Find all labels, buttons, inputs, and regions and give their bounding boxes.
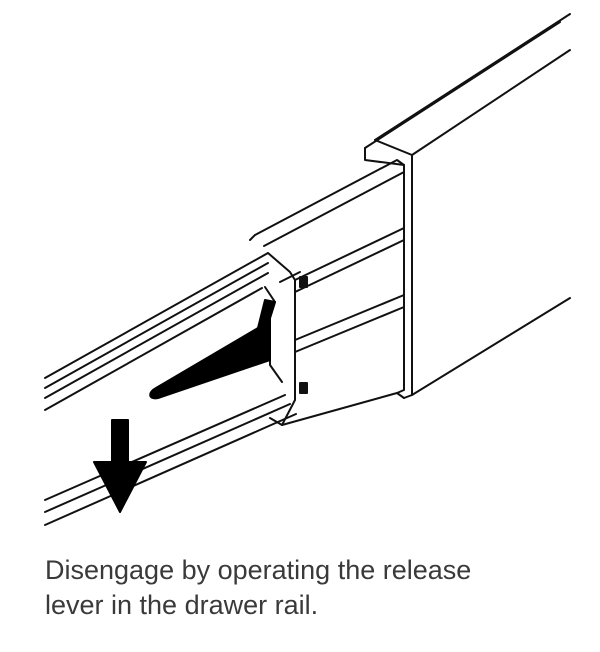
caption-line-1: Disengage by operating the release	[45, 555, 472, 585]
outer-rail	[364, 13, 571, 399]
drawer-rail-illustration	[44, 13, 571, 526]
release-lever-icon	[149, 299, 276, 400]
rail-slot	[299, 382, 308, 394]
caption-line-2: lever in the drawer rail.	[45, 590, 319, 620]
rail-slot	[299, 276, 308, 288]
instruction-caption: Disengage by operating the release lever…	[45, 553, 585, 623]
down-arrow-icon	[93, 419, 147, 513]
inner-rail	[44, 252, 297, 526]
middle-rail	[249, 159, 405, 426]
